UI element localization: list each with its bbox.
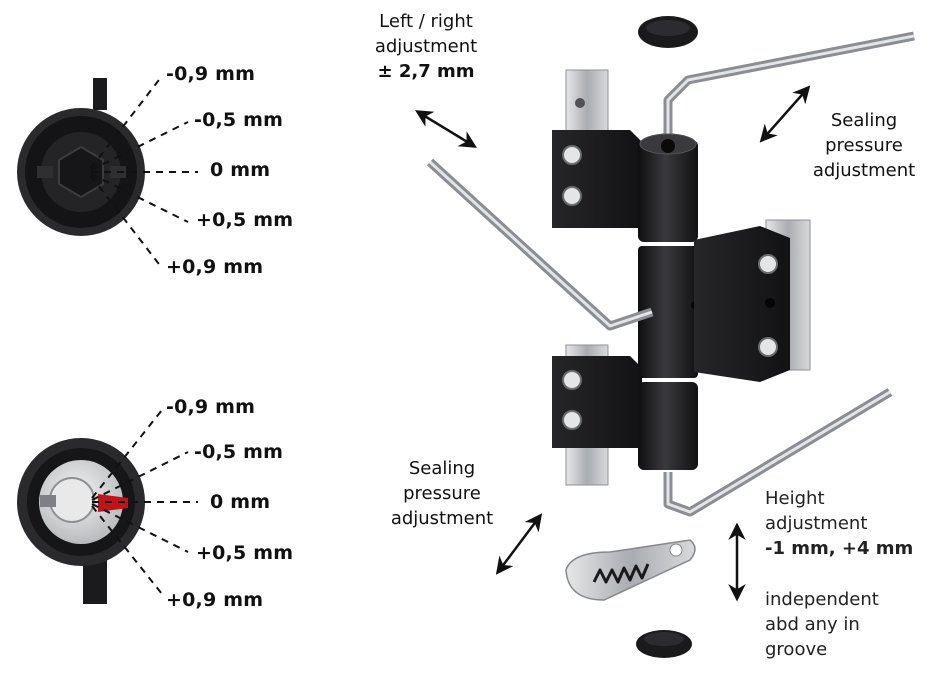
sealing-bottom-line-3: adjustment [390, 508, 494, 529]
tool-logo [592, 563, 650, 584]
sealing-pressure-top-label: Sealing pressure adjustment [800, 108, 928, 183]
left-right-line-2: adjustment [374, 36, 478, 57]
top-label-zero: 0 mm [210, 159, 271, 181]
note-line-2: abd any in [765, 614, 860, 635]
top-cap-highlight [646, 20, 690, 36]
bottom-label-plus-0-5: +0,5 mm [196, 542, 294, 564]
top-label-minus-0-5: -0,5 mm [194, 109, 284, 131]
bottom-cam-stem [83, 560, 107, 604]
barrel-socket-top [661, 139, 675, 153]
top-cam-stem [93, 78, 107, 110]
upper-leaf-screw-1 [562, 145, 582, 165]
height-line-3: -1 mm, +4 mm [765, 538, 914, 559]
top-label-plus-0-5: +0,5 mm [196, 209, 294, 231]
hinge-barrel-bottom [638, 382, 698, 470]
bottom-label-plus-0-9: +0,9 mm [166, 589, 264, 611]
sash-leaf [694, 226, 790, 382]
arrow-left-right [415, 110, 477, 148]
note-line-3: groove [765, 639, 828, 660]
bottom-cam-slot [40, 495, 56, 507]
hinge-barrel-middle [638, 246, 698, 378]
bottom-cam-detail [17, 438, 145, 604]
lower-leaf-screw-1 [562, 370, 582, 390]
top-label-minus-0-9: -0,9 mm [166, 63, 256, 85]
left-right-adjustment-label: Left / right adjustment ± 2,7 mm [356, 9, 496, 84]
lower-leaf-screw-2 [562, 410, 582, 430]
sash-leaf-hole [765, 298, 775, 308]
top-cam-detail [17, 78, 145, 236]
bottom-label-zero: 0 mm [210, 491, 271, 513]
sealing-top-line-1: Sealing [830, 110, 898, 131]
top-cam-hex [58, 145, 104, 199]
top-cam-rib-left [37, 166, 53, 178]
upper-frame-slide [565, 69, 609, 141]
arrow-sealing-bottom [495, 513, 543, 575]
arrow-sealing-top [759, 85, 811, 143]
sealing-top-line-3: adjustment [812, 160, 916, 181]
sealing-bottom-line-2: pressure [403, 483, 481, 504]
top-leader-lines [90, 75, 198, 269]
height-adjustment-label: Height adjustment -1 mm, +4 mm [765, 486, 935, 561]
height-line-1: Height [765, 488, 825, 509]
sash-leaf-screw-1 [758, 254, 778, 274]
bottom-cam-hub [49, 477, 95, 523]
left-right-line-1: Left / right [379, 11, 473, 32]
sealing-pressure-bottom-label: Sealing pressure adjustment [378, 456, 506, 531]
upper-frame-leaf [552, 130, 642, 228]
bottom-label-minus-0-9: -0,9 mm [166, 396, 256, 418]
sealing-bottom-line-1: Sealing [408, 458, 476, 479]
left-right-line-3: ± 2,7 mm [377, 61, 475, 82]
red-pointer [98, 494, 128, 512]
bottom-label-minus-0-5: -0,5 mm [194, 441, 284, 463]
sealing-top-line-2: pressure [825, 135, 903, 156]
sash-leaf-screw-2 [758, 337, 778, 357]
note-line-1: independent [765, 589, 879, 610]
hinge-barrel-top [638, 140, 698, 242]
top-label-plus-0-9: +0,9 mm [166, 256, 264, 278]
bottom-leader-lines [91, 409, 198, 595]
groove-note: independent abd any in groove [765, 587, 935, 662]
upper-leaf-screw-2 [562, 186, 582, 206]
height-line-2: adjustment [765, 513, 868, 534]
adjustment-tool [565, 539, 696, 601]
lower-frame-leaf [552, 356, 642, 448]
